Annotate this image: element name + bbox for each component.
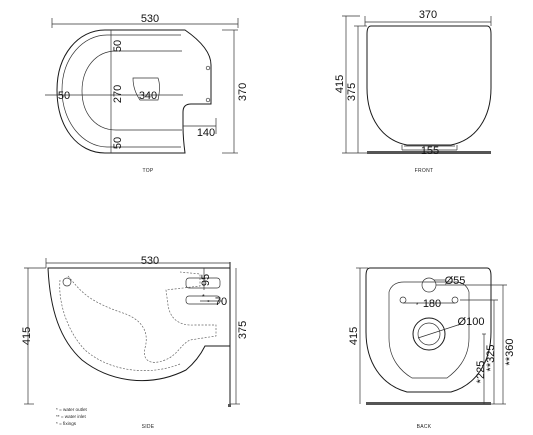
back-total-height-label: 415 <box>348 327 360 345</box>
top-fixing-hole <box>205 65 211 71</box>
back-outline <box>365 267 492 393</box>
top-view: 530 370 50 270 50 50 340 140 TOP <box>45 13 249 174</box>
side-outlet-label: 70 <box>215 296 227 308</box>
top-outline <box>56 29 212 154</box>
back-fixing-hole-right <box>451 296 459 304</box>
side-outlet-marker: ° <box>207 299 210 307</box>
front-caption: FRONT <box>415 168 434 174</box>
back-fix-marker: * <box>416 303 419 309</box>
front-body-height-label: 375 <box>346 83 358 101</box>
top-seat-back-label: 50 <box>112 137 124 149</box>
front-base-label: 155 <box>421 145 439 157</box>
front-width-label: 370 <box>419 9 437 21</box>
back-outlet-outer <box>412 317 446 351</box>
back-fixing-hole-left <box>399 296 407 304</box>
back-outlet-inner <box>417 322 441 346</box>
top-depth-label: 370 <box>237 83 249 101</box>
front-view: 370 415 375 155 FRONT <box>334 9 492 174</box>
back-inlet-dia-label: Ø55 <box>445 275 466 287</box>
side-total-height-label: 415 <box>21 327 33 345</box>
back-fix-spacing-label: 180 <box>423 298 441 310</box>
top-seat-ring <box>61 34 181 148</box>
top-inner-label: 270 <box>112 85 124 103</box>
legend-water-outlet: * = water outlet <box>56 407 87 412</box>
side-inlet-marker: * <box>202 294 205 301</box>
top-offset-label: 140 <box>197 127 215 139</box>
back-view: 415 Ø55 180 * Ø100 *225 **325 **360 BACK <box>348 267 516 430</box>
side-outlet-pipe <box>185 295 221 305</box>
legend-water-inlet: ** = water inlet <box>56 414 86 419</box>
side-caption: SIDE <box>142 424 155 430</box>
back-caption: BACK <box>417 424 432 430</box>
side-inlet-pipe <box>185 277 221 289</box>
top-bowl-opening <box>81 50 182 131</box>
side-floor <box>228 404 231 407</box>
back-h1-label: *225 <box>475 361 487 384</box>
back-outlet-dia-label: Ø100 <box>458 316 485 328</box>
back-outlet-leader <box>417 323 462 339</box>
back-inlet-circle <box>421 277 437 293</box>
side-trap-path <box>67 271 217 363</box>
side-bowl-path <box>59 279 181 371</box>
back-h3-label: **360 <box>504 339 516 366</box>
side-outline <box>47 267 231 382</box>
legend-fixings: * = fixings <box>56 421 77 426</box>
top-caption: TOP <box>142 168 153 174</box>
back-h2-label: **325 <box>485 345 497 372</box>
top-bowl-label: 340 <box>139 90 157 102</box>
side-body-height-label: 375 <box>237 321 249 339</box>
front-outline <box>366 25 492 146</box>
top-rim-label: 50 <box>58 90 70 102</box>
front-total-height-label: 415 <box>334 75 346 93</box>
front-floor <box>367 151 491 154</box>
top-seat-front-label: 50 <box>112 40 124 52</box>
back-floor <box>366 402 491 405</box>
top-flap <box>132 77 160 101</box>
side-rim-hole <box>62 277 72 287</box>
top-fixing-hole <box>205 97 211 103</box>
side-inlet-height-label: 95 <box>200 274 212 286</box>
back-frame <box>388 281 470 379</box>
side-length-label: 530 <box>141 255 159 267</box>
side-view: 530 415 375 95 * ° 70 * = water outlet *… <box>21 255 249 430</box>
top-width-label: 530 <box>141 13 159 25</box>
